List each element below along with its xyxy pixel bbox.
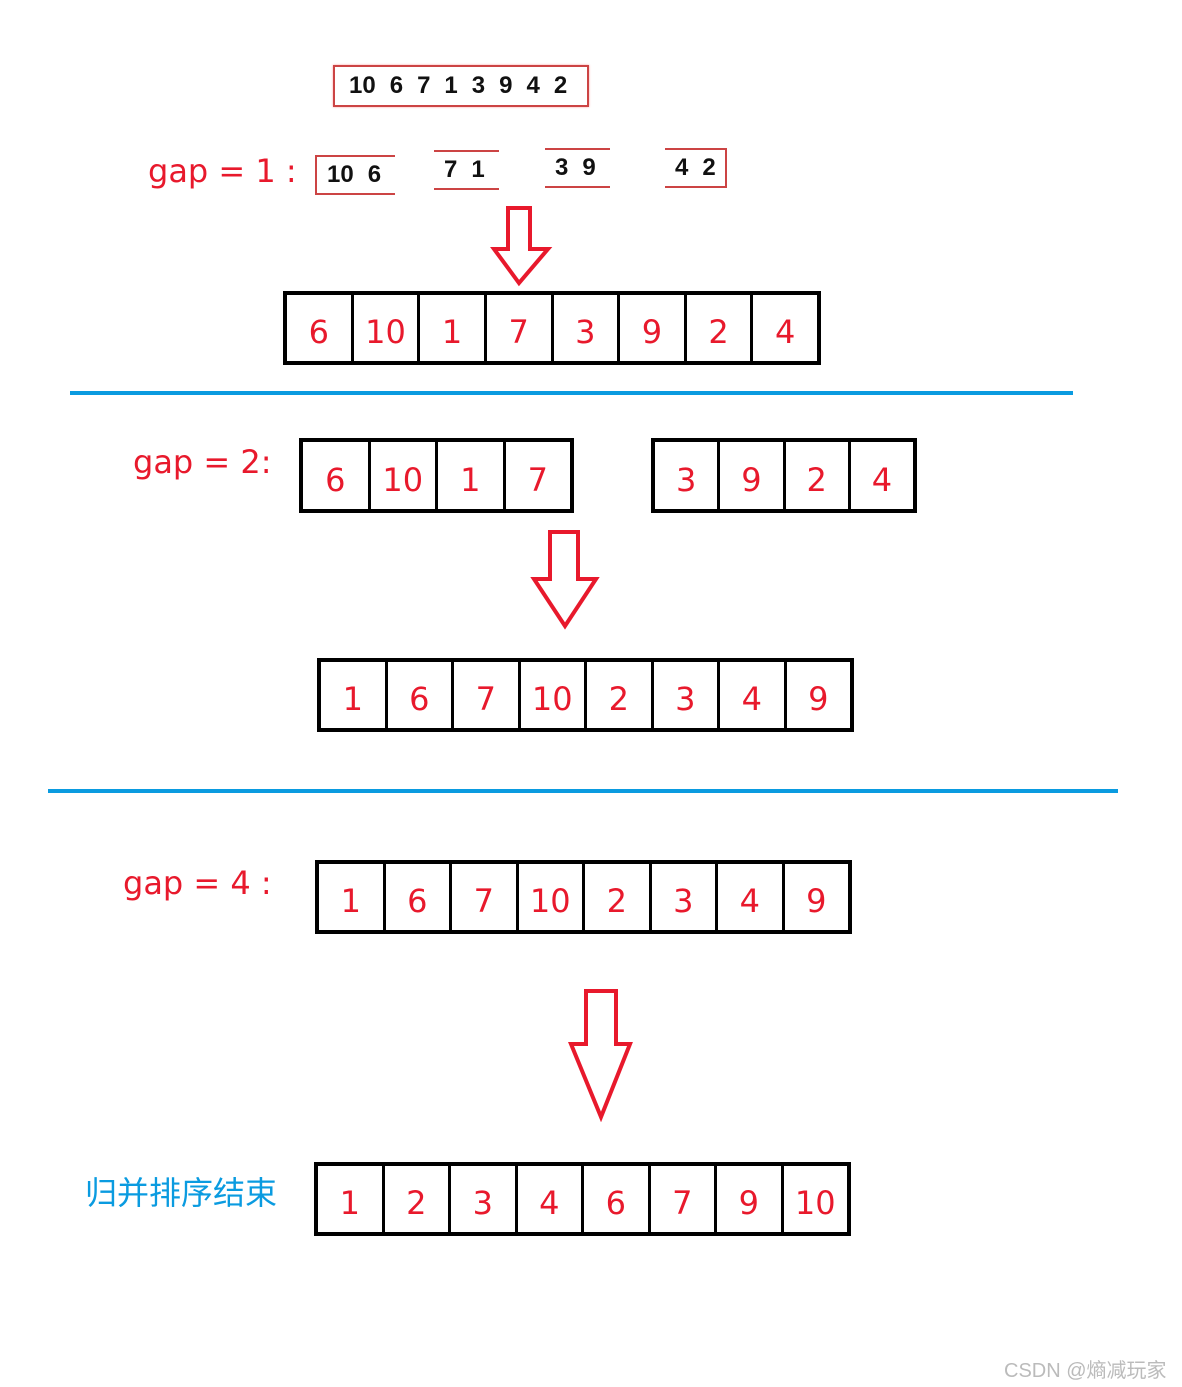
array-cell: 9 (717, 1166, 784, 1232)
array-cell: 2 (587, 662, 654, 728)
array-value: 10 (327, 161, 354, 188)
array-value: 3 (471, 72, 486, 99)
array-cell: 1 (321, 662, 388, 728)
down-arrow-icon (530, 530, 600, 630)
array-cell: 2 (585, 864, 652, 930)
array-cell: 9 (806, 882, 827, 920)
array-cell: 1 (318, 1166, 385, 1232)
watermark: CSDN @熵减玩家 (1004, 1360, 1167, 1382)
array-cell: 2 (687, 295, 754, 361)
final-label: 归并排序结束 (85, 1174, 278, 1212)
array-cell: 3 (655, 442, 721, 509)
array-cell: 4 (718, 864, 785, 930)
array-value: 2 (553, 72, 568, 99)
array-value: 4 (526, 72, 540, 99)
gap2-label: gap = 2: (133, 443, 272, 481)
array-value: 9 (499, 72, 513, 99)
array-cell: 10 (521, 662, 587, 728)
array-cell: 7 (651, 1166, 717, 1232)
array-cell: 7 (527, 461, 548, 499)
array-cell: 3 (654, 662, 720, 728)
array-value: 7 (444, 156, 458, 183)
array-cell: 4 (518, 1166, 584, 1232)
array-value: 9 (582, 154, 596, 181)
array-cell: 10 (354, 295, 421, 361)
array-cell: 6 (303, 442, 371, 509)
section-divider (70, 391, 1073, 395)
array-value: 2 (702, 154, 716, 181)
array-value: 1 (471, 156, 485, 183)
array-cell: 9 (720, 442, 786, 509)
array-value: 6 (389, 72, 404, 99)
array-cell: 10 (794, 1184, 836, 1222)
array-cell: 7 (454, 662, 521, 728)
array-cell: 3 (554, 295, 621, 361)
array-value: 1 (444, 72, 458, 99)
array-cell: 7 (452, 864, 519, 930)
array-value: 4 (675, 154, 689, 181)
array-cell: 3 (451, 1166, 518, 1232)
array-cell: 6 (386, 864, 452, 930)
array-value: 6 (367, 161, 382, 188)
array-cell: 1 (319, 864, 386, 930)
array-cell: 2 (786, 442, 851, 509)
array-cell: 4 (720, 662, 787, 728)
array-cell: 4 (775, 313, 796, 351)
array-value: 7 (417, 72, 431, 99)
array-cell: 1 (438, 442, 506, 509)
array-value: 3 (555, 154, 569, 181)
array-cell: 2 (385, 1166, 451, 1232)
array-value: 10 (349, 72, 376, 99)
down-arrow-icon (490, 206, 553, 287)
array-cell: 9 (808, 680, 829, 718)
array-cell: 6 (287, 295, 354, 361)
gap1-group: 10 6 (315, 155, 395, 195)
array-cell: 10 (519, 864, 585, 930)
section-divider (48, 789, 1118, 793)
gap1-label: gap = 1 : (148, 152, 297, 190)
array-cell: 7 (487, 295, 554, 361)
array-cell: 1 (420, 295, 487, 361)
array-cell: 4 (871, 461, 893, 499)
gap4-label: gap = 4 : (123, 864, 272, 902)
array-cell: 6 (584, 1166, 651, 1232)
array-cell: 3 (652, 864, 718, 930)
array-cell: 6 (388, 662, 454, 728)
array-cell: 9 (620, 295, 687, 361)
down-arrow-icon (568, 989, 633, 1122)
array-cell: 10 (371, 442, 438, 509)
